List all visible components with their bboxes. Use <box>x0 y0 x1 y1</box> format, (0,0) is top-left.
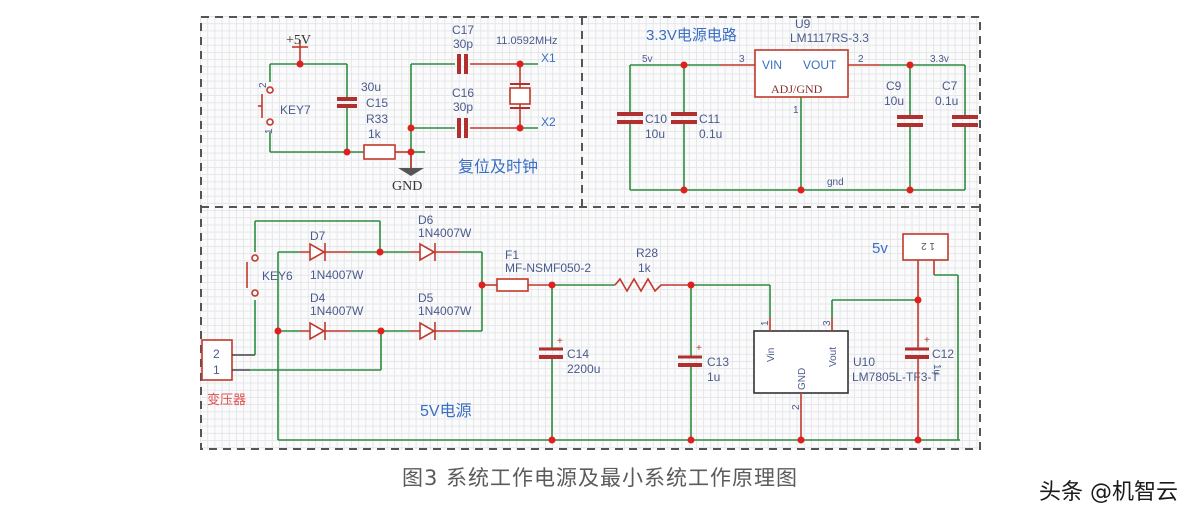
c17-ref: C17 <box>452 23 474 37</box>
r33-value: 1k <box>368 127 382 141</box>
r28-ref: R28 <box>636 246 658 260</box>
c9-ref: C9 <box>886 79 902 93</box>
net-gnd-label: gnd <box>827 177 844 188</box>
u9-vout: VOUT <box>803 58 837 72</box>
c16-ref: C16 <box>452 86 474 100</box>
r33-ref: R33 <box>366 112 388 126</box>
key7-ref: KEY7 <box>280 103 311 117</box>
c12-value: 1u <box>931 364 942 375</box>
u10-part: LM7805L-TF3-T <box>852 370 939 384</box>
diode-d5 <box>419 321 436 341</box>
u10-ref: U10 <box>853 355 875 369</box>
transformer-label: 变压器 <box>207 392 246 407</box>
net-3v3-label: 3.3v <box>930 54 949 65</box>
c9-value: 10u <box>884 94 904 108</box>
key7-pin2: 2 <box>258 82 269 88</box>
c11-ref: C11 <box>699 112 720 126</box>
c13-value: 1u <box>707 370 720 384</box>
u10-pin-in: 1 <box>760 320 771 326</box>
figure-caption: 图3 系统工作电源及最小系统工作原理图 <box>401 466 799 490</box>
u10-gnd: GND <box>797 368 808 390</box>
regulator-3v3-section: 3.3V电源电路 U9 LM1117RS-3.3 VIN VOUT ADJ/GN… <box>617 17 978 194</box>
crystal-x2-label: X2 <box>541 115 556 129</box>
schematic-grid-background <box>200 16 980 450</box>
transformer-pin2: 2 <box>213 347 220 361</box>
u9-part: LM1117RS-3.3 <box>790 31 869 45</box>
u9-pin-out: 2 <box>858 54 864 65</box>
c7-value: 0.1u <box>935 94 958 108</box>
c14-value: 2200u <box>567 362 600 376</box>
connector-pins: 1 2 <box>921 240 935 251</box>
r28-value: 1k <box>638 261 652 275</box>
key7-pin1: 1 <box>264 128 275 134</box>
reset-clock-title: 复位及时钟 <box>458 158 538 176</box>
section-borders <box>200 16 981 450</box>
u9-adj-gnd: ADJ/GND <box>771 82 823 96</box>
c10-ref: C10 <box>645 112 667 126</box>
reset-clock-section: +5V 2 1 KEY7 30u C15 R33 1k <box>258 23 558 194</box>
c13-ref: C13 <box>707 355 729 369</box>
u10-pin-gnd: 2 <box>791 404 802 410</box>
d6-part: 1N4007W <box>418 226 472 240</box>
diode-d4 <box>309 321 326 341</box>
net-5v-label: 5v <box>642 54 653 65</box>
power-5v-label: +5V <box>286 33 311 48</box>
c11-value: 0.1u <box>699 127 722 141</box>
d6-ref: D6 <box>418 213 434 227</box>
c14-ref: C14 <box>567 347 589 361</box>
crystal-x1-label: X1 <box>541 51 556 65</box>
c15-value: 30u <box>361 80 381 94</box>
u9-ref: U9 <box>795 17 811 31</box>
d5-ref: D5 <box>418 291 434 305</box>
supply-5v-section: 2 1 变压器 KEY6 D7 1N4007 <box>201 213 960 444</box>
gnd-label: GND <box>392 179 422 194</box>
u9-pin-gnd: 1 <box>793 105 799 116</box>
d5-part: 1N4007W <box>418 304 472 318</box>
u10-pin-out: 3 <box>822 320 833 326</box>
diode-d6 <box>419 242 436 262</box>
u10-vin: Vin <box>766 348 777 362</box>
transformer-pin1: 1 <box>213 363 220 377</box>
d4-part: 1N4007W <box>310 304 364 318</box>
u9-vin: VIN <box>762 58 782 72</box>
d7-ref: D7 <box>310 229 326 243</box>
svg-text:+: + <box>696 343 702 354</box>
svg-text:+: + <box>557 336 563 347</box>
u9-pin-in: 3 <box>739 54 745 65</box>
d7-part: 1N4007W <box>310 268 364 282</box>
c7-ref: C7 <box>942 79 958 93</box>
crystal-frequency: 11.0592MHz <box>496 35 558 47</box>
f1-part: MF-NSMF050-2 <box>505 261 591 275</box>
diode-d7 <box>309 242 326 262</box>
c17-value: 30p <box>453 37 473 51</box>
u10-vout: Vout <box>828 347 839 367</box>
supply-5v-title: 5V电源 <box>420 402 472 420</box>
c16-value: 30p <box>453 100 473 114</box>
watermark: 头条 @机智云 <box>1039 480 1178 505</box>
c10-value: 10u <box>645 127 665 141</box>
c15-ref: C15 <box>366 96 388 110</box>
d4-ref: D4 <box>310 291 326 305</box>
reg3v3-title: 3.3V电源电路 <box>646 27 737 44</box>
c12-ref: C12 <box>932 347 954 361</box>
connector-5v-label: 5v <box>872 240 888 257</box>
outer-border <box>200 16 981 450</box>
f1-ref: F1 <box>505 248 519 262</box>
svg-text:+: + <box>924 335 930 346</box>
